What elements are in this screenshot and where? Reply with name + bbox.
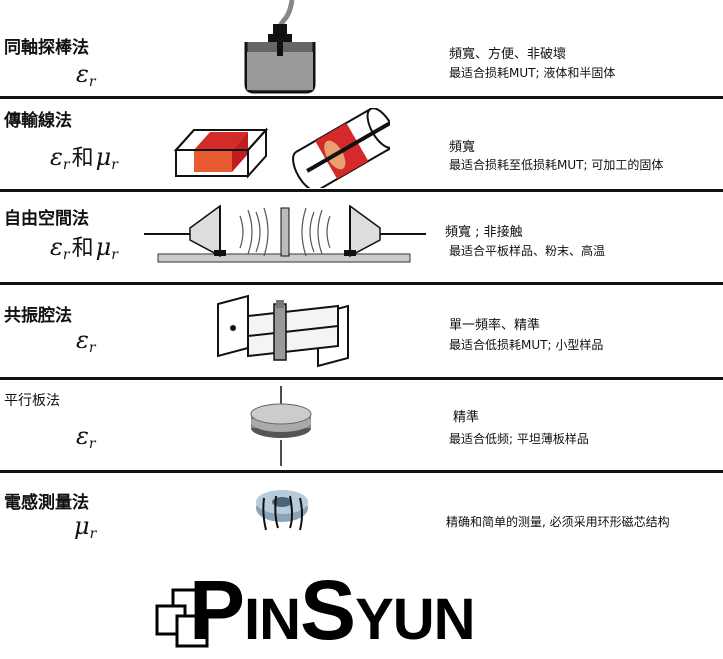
method-name-coaxial: 同軸探棒法 [4, 38, 89, 58]
epsilon-symbol: ε [76, 422, 89, 450]
subscript: r [88, 436, 96, 452]
mu-symbol: μ [95, 233, 112, 261]
logo-letters-yun: YUN [355, 587, 475, 652]
desc-line1-parallel: 精準 [453, 410, 480, 425]
logo-letters-in: IN [244, 587, 301, 652]
desc-line1-coaxial: 頻寬、方便、非破壞 [449, 47, 567, 62]
epsilon-symbol: ε [50, 143, 63, 171]
epsilon-symbol: ε [50, 233, 63, 261]
row-separator [0, 282, 723, 285]
desc-line1-transmission: 頻寬 [449, 140, 476, 155]
desc-line1-freespace: 頻寬 ; 非接触 [445, 225, 523, 240]
method-name-freespace: 自由空間法 [4, 209, 89, 229]
symbol-coaxial: εr [76, 60, 96, 90]
logo-letter-p: P [189, 563, 245, 657]
symbol-inductance: μr [74, 512, 96, 542]
free-space-icon [144, 204, 426, 263]
logo-squares-icon [155, 588, 209, 648]
epsilon-symbol: ε [76, 326, 89, 354]
desc-line2-transmission: 最适合损耗至低损耗MUT; 可加工的固体 [449, 158, 664, 172]
row-separator [0, 470, 723, 473]
desc-line2-parallel: 最适合低频; 平坦薄板样品 [449, 432, 589, 446]
desc-line2-cavity: 最适合低损耗MUT; 小型样品 [449, 338, 604, 352]
and-text: 和 [71, 236, 94, 261]
method-name-inductance: 電感測量法 [4, 493, 89, 513]
subscript: r [111, 247, 118, 263]
transmission-line-icon [173, 108, 390, 188]
subscript: r [89, 526, 97, 542]
mu-symbol: μ [95, 143, 112, 171]
desc-line2-inductance: 精确和简单的测量, 必须采用环形磁芯结构 [446, 515, 670, 529]
method-name-transmission: 傳輸線法 [4, 111, 72, 131]
subscript: r [62, 157, 70, 173]
subscript: r [111, 157, 118, 173]
desc-line1-cavity: 單一頻率、精準 [449, 318, 541, 333]
coaxial-probe-icon [244, 0, 316, 94]
row-separator [0, 377, 723, 380]
symbol-freespace: εr和μr [50, 230, 118, 263]
subscript: r [62, 247, 70, 263]
symbol-cavity: εr [76, 326, 96, 356]
parallel-plate-icon [250, 386, 312, 466]
row-separator [0, 96, 723, 99]
symbol-transmission: εr和μr [50, 140, 118, 173]
method-name-parallel: 平行板法 [4, 393, 60, 409]
resonant-cavity-icon [217, 294, 349, 368]
epsilon-symbol: ε [76, 60, 89, 88]
logo-text: PINSYUN [189, 562, 476, 659]
mu-symbol: μ [74, 512, 90, 540]
pinsyun-logo: PINSYUN [155, 560, 485, 657]
desc-line2-freespace: 最适合平板样品、粉末、高温 [449, 244, 606, 258]
row-separator [0, 189, 723, 192]
and-text: 和 [71, 146, 94, 171]
subscript: r [88, 74, 96, 90]
logo-letter-s: S [300, 563, 356, 657]
toroid-core-icon [256, 490, 308, 531]
symbol-parallel: εr [76, 422, 96, 452]
method-name-cavity: 共振腔法 [4, 306, 72, 326]
desc-line2-coaxial: 最适合损耗MUT; 液体和半固体 [449, 66, 616, 80]
subscript: r [88, 340, 96, 356]
